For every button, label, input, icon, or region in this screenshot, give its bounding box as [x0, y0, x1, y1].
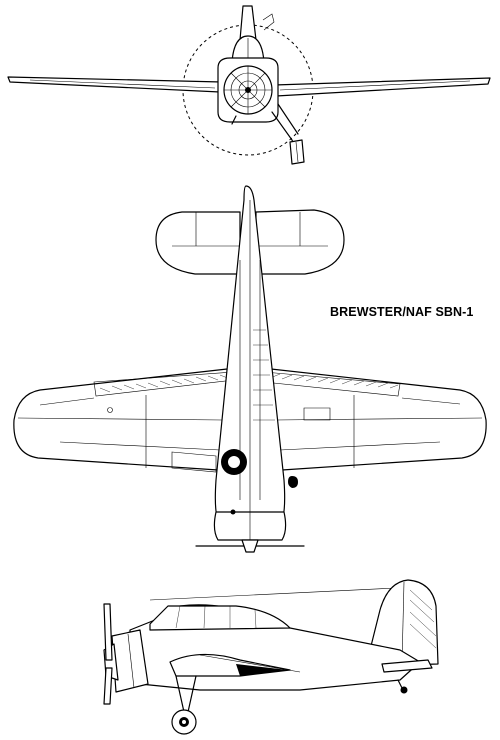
canopy-side — [149, 605, 291, 631]
side-view — [103, 579, 439, 735]
aircraft-title: BREWSTER/NAF SBN-1 — [330, 305, 474, 319]
front-view — [7, 5, 491, 165]
propeller-blade-down — [103, 667, 113, 705]
tail-fin — [369, 579, 439, 667]
front-right-wing — [273, 77, 491, 97]
top-view — [13, 185, 487, 553]
left-stabilizer — [155, 211, 241, 275]
front-tail-fin — [239, 5, 257, 41]
slat-pattern — [99, 373, 399, 393]
front-left-wing — [7, 76, 223, 93]
canopy-frames — [253, 329, 275, 421]
tail-wheel — [400, 686, 408, 694]
propeller-blade-up — [103, 603, 113, 661]
